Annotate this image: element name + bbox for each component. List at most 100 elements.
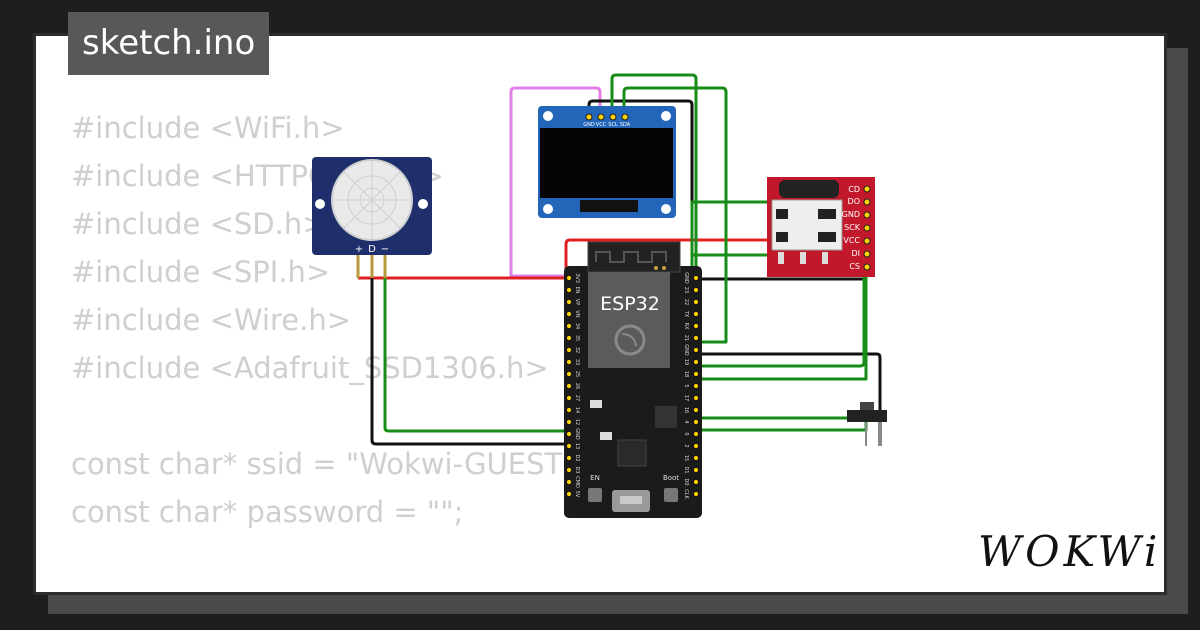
pir-pin-label: D (368, 244, 376, 255)
pin-label: 21 (683, 335, 689, 341)
pin-label: CMD (574, 476, 580, 488)
pin-label: 15 (683, 455, 689, 461)
oled-display[interactable]: GND VCC SCL SDA (538, 106, 676, 218)
wire-black[interactable] (692, 352, 882, 446)
wire-green[interactable] (383, 278, 566, 433)
sd-pin-label: GND (842, 210, 860, 219)
oled-pin-label: SCL (608, 122, 618, 128)
pin-label: VN (574, 310, 580, 317)
sd-contact (818, 209, 836, 219)
pin-label: 3V3 (574, 273, 580, 283)
sd-card-module[interactable]: CD DO GND SCK VCC DI CS (767, 177, 875, 277)
pin-label: RX (683, 323, 689, 330)
pin-label: 2 (683, 444, 689, 447)
mount-hole (418, 199, 428, 209)
code-line: #include <Adafruit_SSD1306.h> (71, 351, 549, 385)
wokwi-logo: WOKWi (978, 527, 1162, 576)
pir-pin-label: + (355, 244, 363, 255)
espressif-logo (614, 324, 646, 356)
code-line: #include <SPI.h> (71, 255, 331, 289)
pin-label: 13 (574, 443, 580, 449)
mount-hole (543, 111, 553, 121)
boot-button-label: Boot (663, 474, 679, 482)
en-button[interactable] (588, 488, 602, 502)
pin-label: 25 (574, 371, 580, 377)
pin-label: 35 (574, 335, 580, 341)
push-button[interactable] (847, 402, 887, 446)
pin-label: 4 (683, 420, 689, 423)
smd-part (662, 266, 666, 270)
sd-pin-label: CS (849, 262, 860, 271)
smd-part (590, 400, 602, 408)
wire-red[interactable] (564, 238, 866, 286)
esp32-label: ESP32 (600, 293, 660, 315)
sd-holder (771, 199, 843, 251)
pin-label: 12 (574, 419, 580, 425)
pin-label: 14 (574, 407, 580, 413)
oled-pin-label: SDA (620, 122, 631, 128)
smd-ic (655, 406, 677, 428)
pir-pin-label: − (381, 244, 389, 255)
smd-part (654, 266, 658, 270)
mount-hole (661, 204, 671, 214)
wire-green[interactable] (692, 420, 868, 432)
sd-contact (776, 232, 788, 242)
pin-label: D2 (574, 454, 580, 461)
code-line: const String apiKey = "SC4M9NCRTHF99DYV"… (71, 584, 1075, 592)
pin-label: D0 (683, 478, 689, 485)
code-line: const char* ssid = "Wokwi-GUEST"; (71, 447, 586, 481)
pin-label: 23 (683, 287, 689, 293)
wire-pink[interactable] (509, 86, 602, 278)
wire-green[interactable] (622, 86, 728, 344)
esp32-board[interactable]: ESP32 EN Boot 3V3 EN VP VN 34 35 32 33 2… (564, 241, 702, 518)
wire-green[interactable] (692, 266, 868, 381)
boot-button[interactable] (664, 488, 678, 502)
pin-label: CLK (683, 489, 689, 499)
pir-sensor[interactable]: + D − (312, 157, 432, 278)
oled-pin-label: GND (583, 122, 595, 128)
pin-label: GND (683, 272, 689, 284)
esp32-right-header: GND 23 22 TX RX 21 GND 19 18 5 17 16 4 0… (683, 272, 700, 499)
code-line: #include <SD.h> (71, 207, 327, 241)
pir-dome-pattern (332, 160, 412, 240)
sd-pin-labels: CD DO GND SCK VCC DI CS (842, 185, 861, 271)
pin-label: D3 (574, 466, 580, 473)
wire-green[interactable] (610, 73, 698, 342)
pin-label: EN (574, 287, 580, 294)
oled-pin-label: VCC (596, 122, 607, 128)
pin-label: D1 (683, 466, 689, 473)
pin-label: 26 (574, 383, 580, 389)
usb-chip (617, 439, 647, 467)
esp32-module (588, 272, 670, 368)
sd-component (822, 252, 828, 264)
sd-slot (779, 180, 839, 198)
en-button-label: EN (590, 474, 600, 482)
wire-green[interactable] (692, 228, 866, 368)
pin-label: 5 (683, 384, 689, 387)
mount-hole (315, 199, 325, 209)
pin-label: 18 (683, 371, 689, 377)
code-line: #include <Wire.h> (71, 303, 352, 337)
smd-part (600, 432, 612, 440)
sketch-title: sketch.ino (68, 12, 270, 75)
sd-component (800, 252, 806, 264)
esp32-left-header: 3V3 EN VP VN 34 35 32 33 25 26 27 14 12 … (565, 273, 580, 498)
sd-pin-label: DO (848, 197, 860, 206)
pin-label: 27 (574, 395, 580, 401)
sd-pin-label: SCK (844, 223, 861, 232)
sd-component (778, 252, 784, 264)
pin-label: GND (574, 428, 580, 440)
pin-label: GND (683, 344, 689, 356)
code-line: #include <WiFi.h> (71, 111, 345, 145)
antenna-trace (595, 251, 667, 263)
pin-label: 22 (683, 299, 689, 305)
pin-label: 19 (683, 359, 689, 365)
pin-label: 0 (683, 432, 689, 435)
oled-pins (585, 113, 629, 121)
pin-label: VP (574, 299, 580, 305)
wire-black[interactable] (370, 278, 566, 446)
pin-label: 5V (574, 491, 580, 498)
wire-black[interactable] (587, 99, 694, 279)
pin-label: 34 (574, 323, 580, 329)
